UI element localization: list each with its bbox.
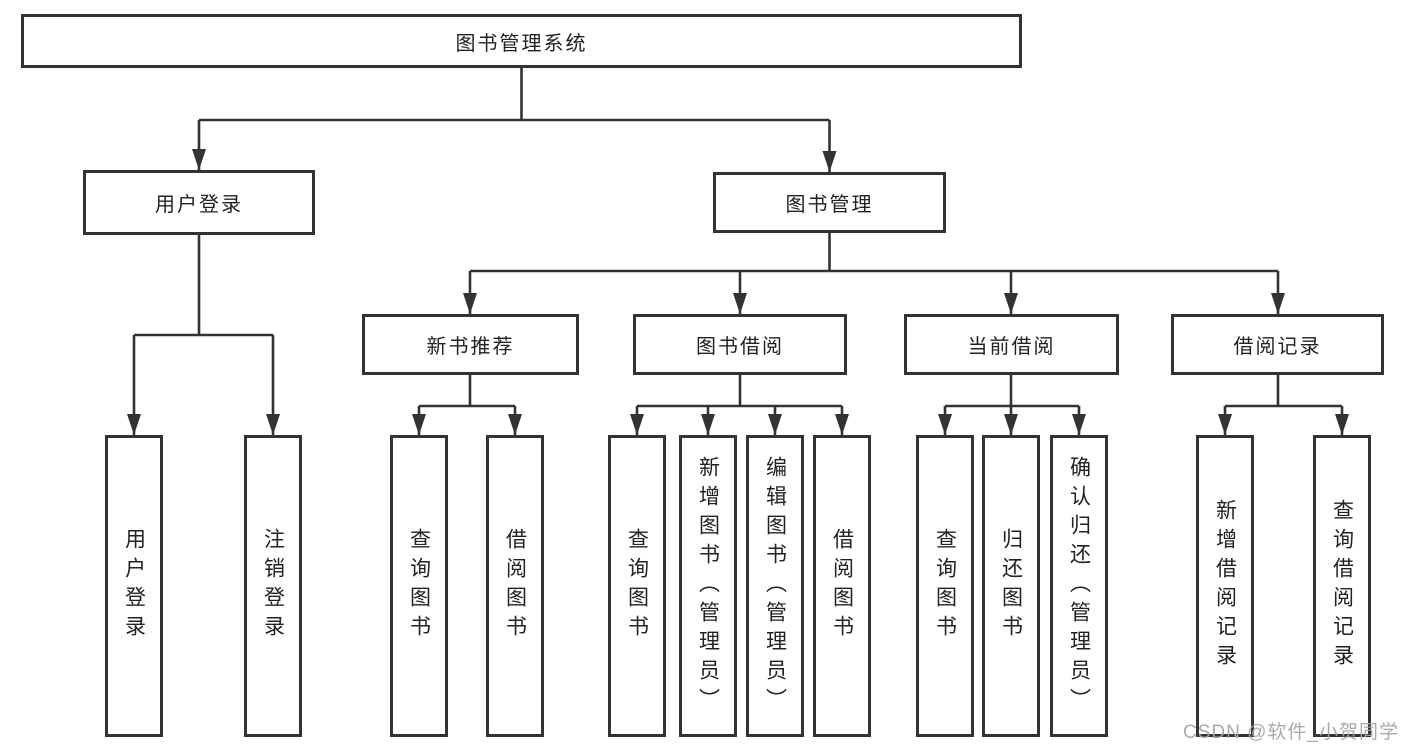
leaf-bb-add-books-admin-label: 新增图书（管理员） [696, 455, 720, 717]
leaf-cb-query-books: 查询图书 [916, 435, 974, 737]
leaf-cb-confirm-return-admin-label: 确认归还（管理员） [1067, 455, 1091, 717]
node-root-system: 图书管理系统 [21, 14, 1022, 68]
node-current-borrowing: 当前借阅 [904, 314, 1119, 375]
leaf-bb-edit-books-admin-label: 编辑图书（管理员） [763, 455, 787, 717]
node-book-management-branch: 图书管理 [713, 172, 946, 233]
node-book-management-branch-label: 图书管理 [785, 194, 874, 216]
leaf-cb-query-books-label: 查询图书 [933, 528, 957, 644]
leaf-bb-borrow-books: 借阅图书 [813, 435, 871, 737]
node-user-login-branch-label: 用户登录 [155, 194, 243, 216]
leaf-logout: 注销登录 [244, 435, 302, 737]
leaf-bb-add-books-admin: 新增图书（管理员） [679, 435, 737, 737]
leaf-user-login-label: 用户登录 [122, 528, 146, 644]
leaf-user-login: 用户登录 [105, 435, 163, 737]
leaf-nb-borrow-books: 借阅图书 [486, 435, 544, 737]
node-book-borrowing-label: 图书借阅 [696, 336, 784, 358]
leaf-nb-borrow-books-label: 借阅图书 [503, 528, 527, 644]
leaf-bb-edit-books-admin: 编辑图书（管理员） [746, 435, 804, 737]
leaf-cb-return-books: 归还图书 [982, 435, 1040, 737]
leaf-nb-query-books-label: 查询图书 [407, 528, 431, 644]
leaf-nb-query-books: 查询图书 [390, 435, 448, 737]
node-new-book-recommend-label: 新书推荐 [426, 336, 515, 358]
leaf-bb-query-books-label: 查询图书 [625, 528, 649, 644]
leaf-br-query-record-label: 查询借阅记录 [1330, 499, 1354, 673]
node-book-borrowing: 图书借阅 [633, 314, 847, 375]
node-current-borrowing-label: 当前借阅 [967, 336, 1056, 358]
leaf-logout-label: 注销登录 [261, 528, 285, 644]
leaf-br-add-record-label: 新增借阅记录 [1213, 499, 1237, 673]
node-user-login-branch: 用户登录 [83, 170, 315, 235]
leaf-bb-borrow-books-label: 借阅图书 [830, 528, 854, 644]
node-borrowing-records: 借阅记录 [1171, 314, 1384, 375]
node-borrowing-records-label: 借阅记录 [1233, 336, 1322, 358]
node-root-system-label: 图书管理系统 [455, 32, 588, 55]
leaf-cb-return-books-label: 归还图书 [999, 528, 1023, 644]
leaf-br-query-record: 查询借阅记录 [1313, 435, 1371, 737]
leaf-bb-query-books: 查询图书 [608, 435, 666, 737]
leaf-cb-confirm-return-admin: 确认归还（管理员） [1050, 435, 1108, 737]
node-new-book-recommend: 新书推荐 [362, 314, 579, 375]
leaf-br-add-record: 新增借阅记录 [1196, 435, 1254, 737]
